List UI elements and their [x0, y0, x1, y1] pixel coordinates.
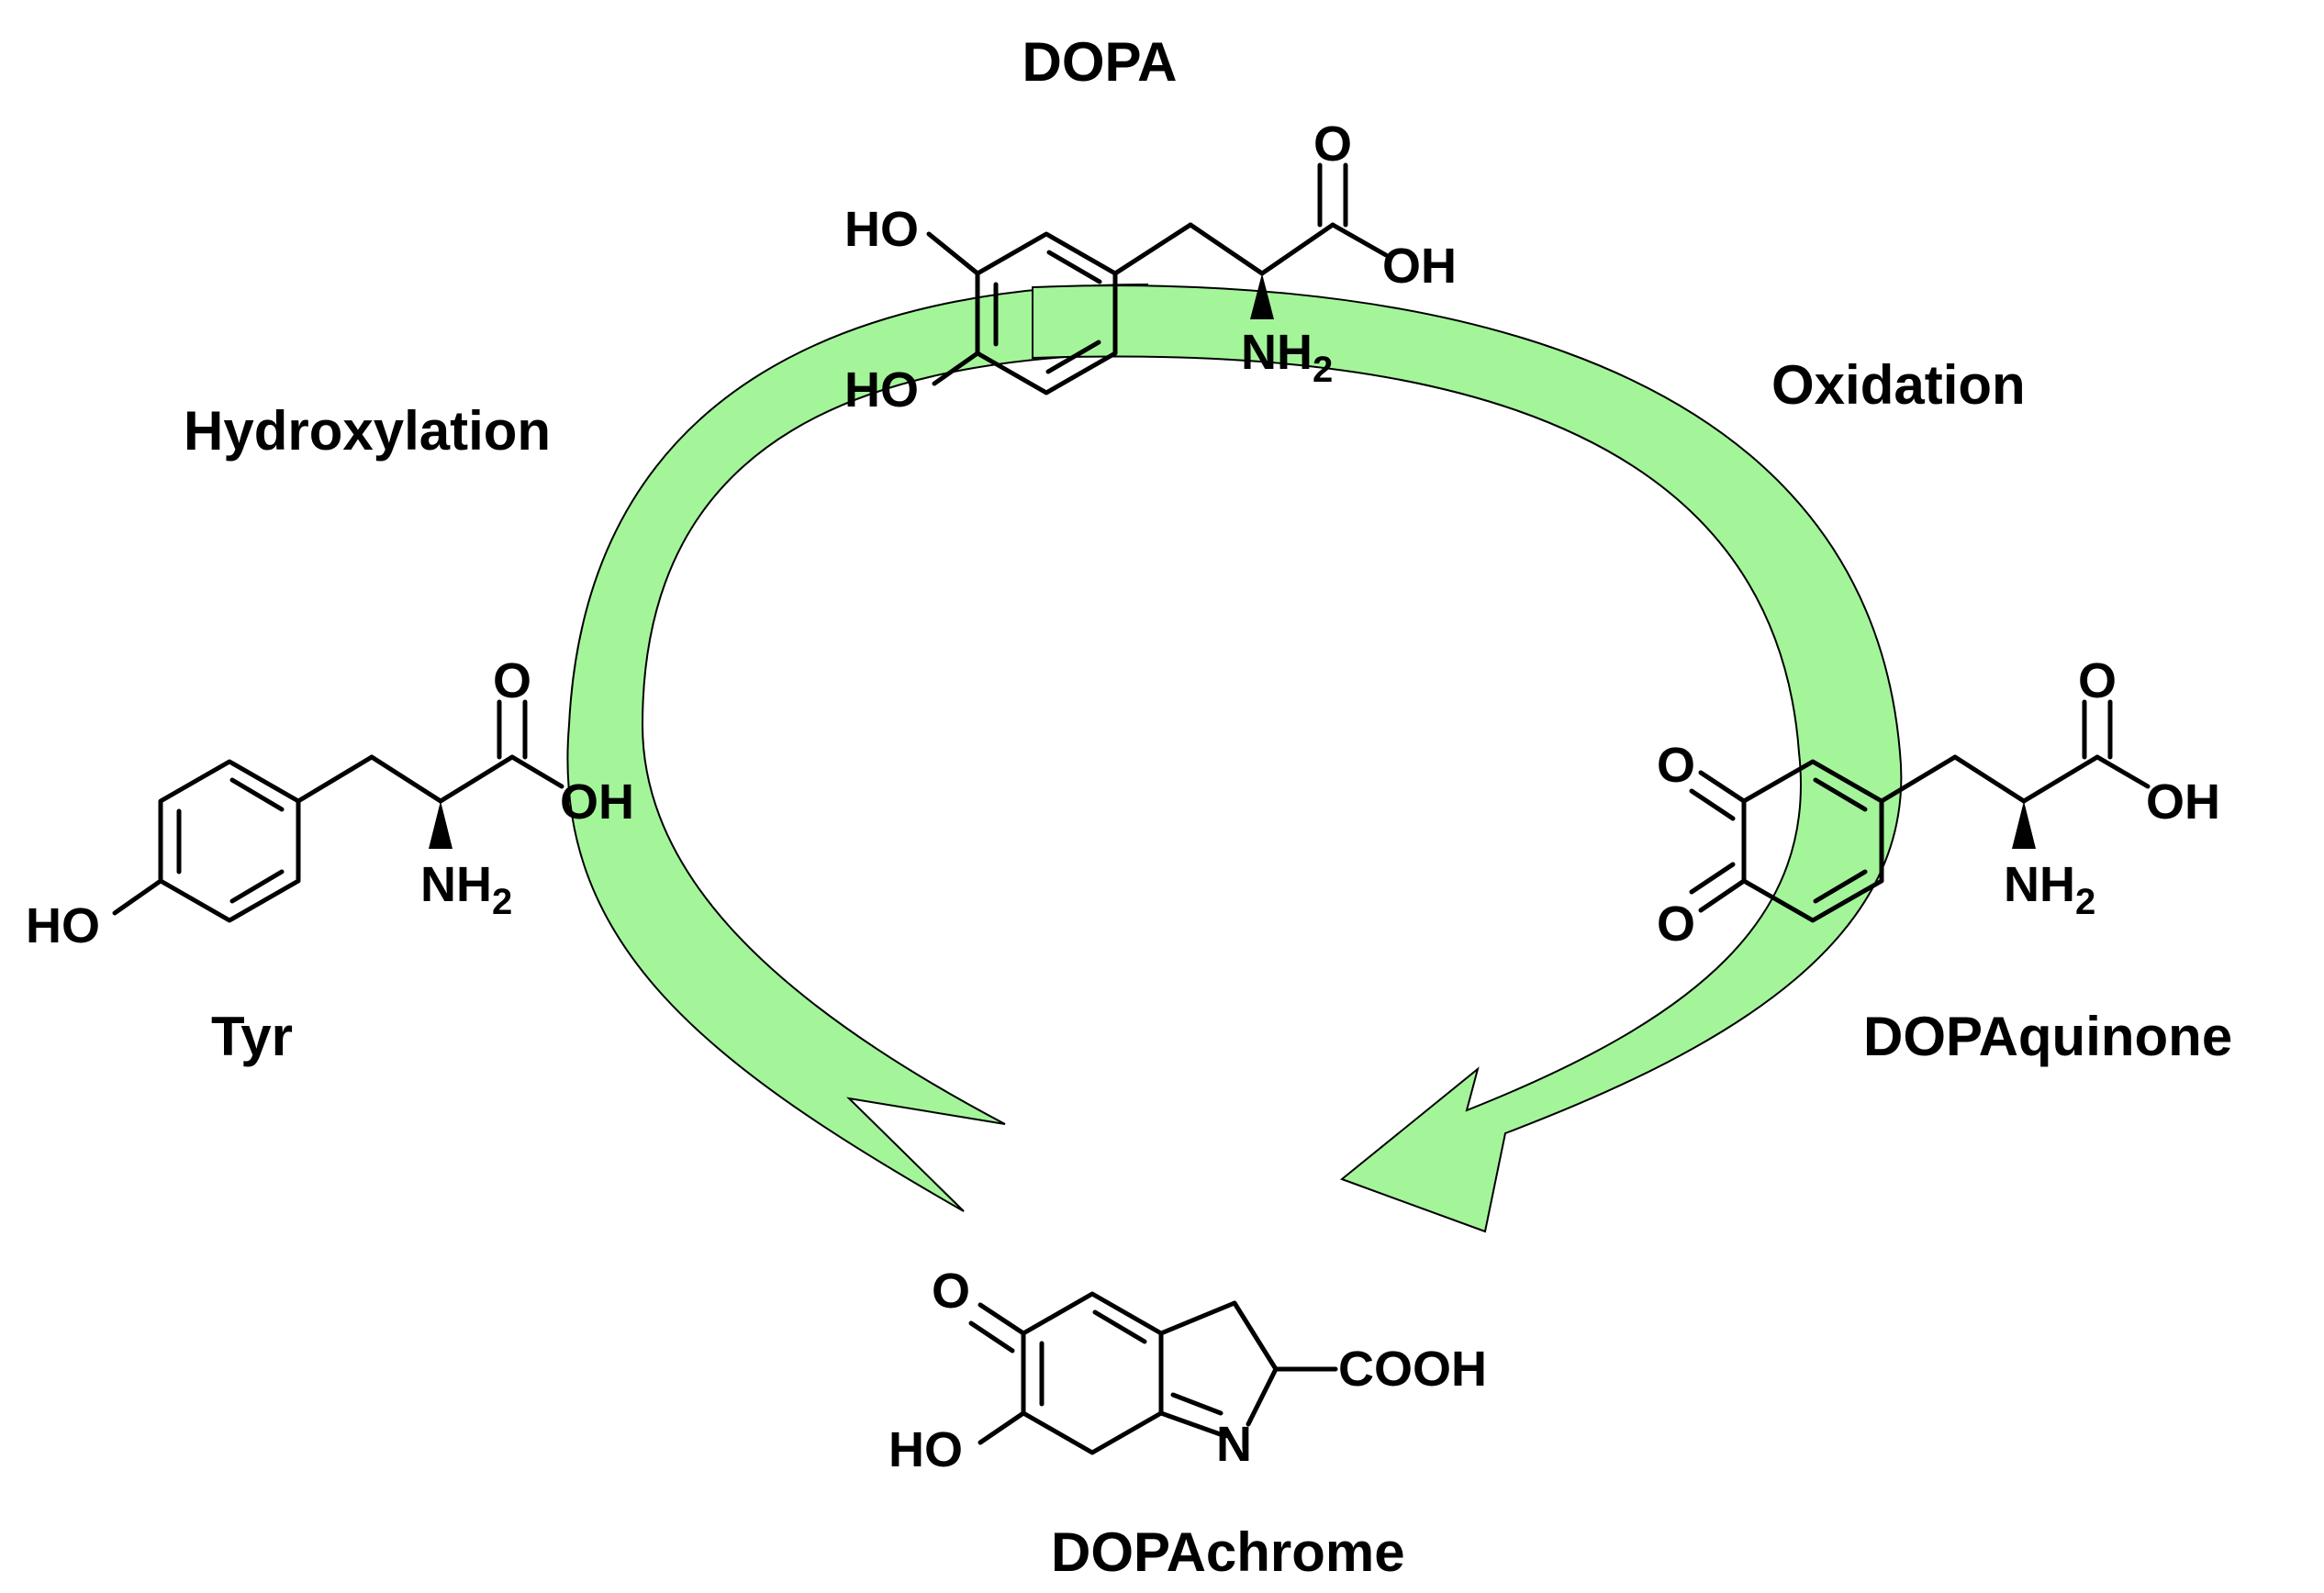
dopa-wedge-bond [1250, 273, 1274, 319]
dopaquinone-carbonyl-o: O [2078, 653, 2117, 708]
dopaquinone-bonds [1689, 699, 2151, 913]
dopaquinone-o-top: O [1657, 738, 1695, 793]
dopachrome-carbonyl-o: O [932, 1264, 970, 1319]
dopaquinone-label: DOPAquinone [1863, 1006, 2232, 1067]
dopa-ho-bottom: HO [844, 362, 919, 418]
tyr-wedge-bond [429, 801, 453, 849]
dopaquinone-wedge-bond [2012, 801, 2036, 849]
dopachrome-cooh: COOH [1338, 1342, 1487, 1397]
dopa-carbonyl-o: O [1313, 117, 1352, 172]
dopachrome-bonds [968, 1302, 1338, 1445]
oxidation-label: Oxidation [1771, 354, 2026, 416]
tyr-carbonyl-o: O [493, 653, 531, 708]
dopa-oh: OH [1382, 239, 1457, 294]
tyr-nh2: NH2 [420, 857, 512, 922]
dopachrome-n: N [1216, 1417, 1252, 1472]
tyr-bonds [112, 699, 564, 916]
tyr-ho: HO [26, 898, 100, 953]
tyr-ring-inner-bonds [176, 777, 285, 904]
tyr-structure: O OH HO NH2 [26, 653, 634, 953]
dopachrome-structure: O COOH HO N [888, 1264, 1487, 1477]
tyr-label: Tyr [211, 1006, 293, 1067]
dopaquinone-nh2: NH2 [2004, 857, 2095, 922]
dopa-nh2: NH2 [1241, 325, 1333, 390]
dopachrome-ho: HO [888, 1422, 963, 1477]
dopaquinone-oh: OH [2146, 774, 2220, 830]
dopa-structure: O OH HO HO NH2 [844, 117, 1457, 418]
hydroxylation-label: Hydroxylation [184, 400, 551, 462]
dopa-ring-inner-bonds [993, 250, 1102, 374]
dopaquinone-structure: O OH O O NH2 [1657, 653, 2220, 952]
tyr-oh: OH [560, 774, 634, 830]
dopa-ho-top: HO [844, 202, 919, 257]
dopa-label: DOPA [1022, 31, 1178, 93]
dopachrome-label: DOPAchrome [1051, 1521, 1405, 1583]
dopachrome-ring-inner-bonds [1039, 1309, 1147, 1407]
cycle-arrow-left [566, 283, 1148, 1212]
dopaquinone-ring-inner-bonds [1813, 777, 1868, 904]
dopa-bonds [926, 162, 1389, 386]
dopaquinone-o-bottom: O [1657, 897, 1695, 952]
dopachrome-five-ring [1158, 1300, 1279, 1439]
cycle-arrow-right [1032, 284, 1903, 1233]
